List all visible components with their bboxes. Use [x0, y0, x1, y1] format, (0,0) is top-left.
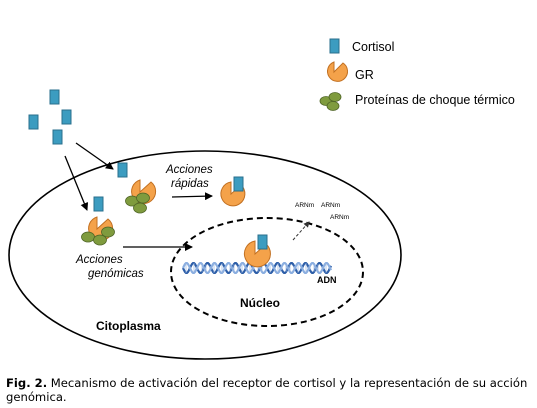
hsp-protein	[81, 231, 95, 243]
label-cytoplasm: Citoplasma	[96, 319, 161, 333]
cortisol-molecule	[257, 234, 268, 250]
entry-arrow-rapid	[75, 142, 114, 170]
cortisol-molecule	[93, 196, 104, 212]
label-dna: ADN	[317, 275, 337, 285]
complex-rapid-path	[117, 162, 157, 214]
cell-membrane	[8, 150, 402, 360]
cortisol-molecule	[233, 176, 244, 192]
diagram-canvas: Cortisol GR Proteínas de choque térmico	[8, 38, 515, 360]
legend: Cortisol GR Proteínas de choque térmico	[319, 38, 515, 111]
label-mrna: ARNm	[321, 202, 340, 209]
hsp-protein	[101, 226, 115, 238]
label-mrna: ARNm	[330, 214, 349, 221]
legend-gr-label: GR	[355, 68, 374, 82]
activated-complex-rapid	[220, 176, 246, 207]
legend-hsp-label: Proteínas de choque térmico	[355, 93, 515, 107]
label-genomic-line2: genómicas	[88, 268, 144, 280]
figure-caption: Fig. 2. Mecanismo de activación del rece…	[6, 376, 534, 404]
legend-gr-icon	[327, 61, 349, 82]
label-mrna: ARNm	[295, 202, 314, 209]
legend-cortisol-label: Cortisol	[352, 40, 394, 54]
label-nucleus: Núcleo	[240, 296, 280, 310]
complex-genomic-path	[81, 196, 115, 246]
legend-cortisol-icon	[329, 38, 340, 54]
hsp-protein	[133, 202, 147, 214]
caption-prefix: Fig. 2.	[6, 376, 48, 390]
cortisol-molecule	[61, 109, 72, 125]
free-cortisol-group	[28, 89, 72, 145]
cortisol-molecule	[117, 162, 128, 178]
label-genomic-line1: Acciones	[75, 254, 123, 266]
transcription-arrow	[292, 221, 310, 241]
hsp-protein	[93, 234, 107, 246]
activated-complex-nuclear	[243, 234, 271, 268]
cortisol-molecule	[28, 114, 39, 130]
hsp-protein	[136, 192, 150, 204]
cortisol-molecule	[49, 89, 60, 105]
rapid-action-arrow	[171, 192, 213, 201]
nucleus-membrane	[170, 217, 364, 327]
entry-arrow-genomic	[64, 155, 89, 211]
label-rapid-line2: rápidas	[171, 178, 209, 190]
caption-text: Mecanismo de activación del receptor de …	[6, 376, 528, 404]
legend-hsp-icon	[319, 92, 342, 111]
cortisol-molecule	[52, 129, 63, 145]
label-rapid-line1: Acciones	[165, 164, 213, 176]
